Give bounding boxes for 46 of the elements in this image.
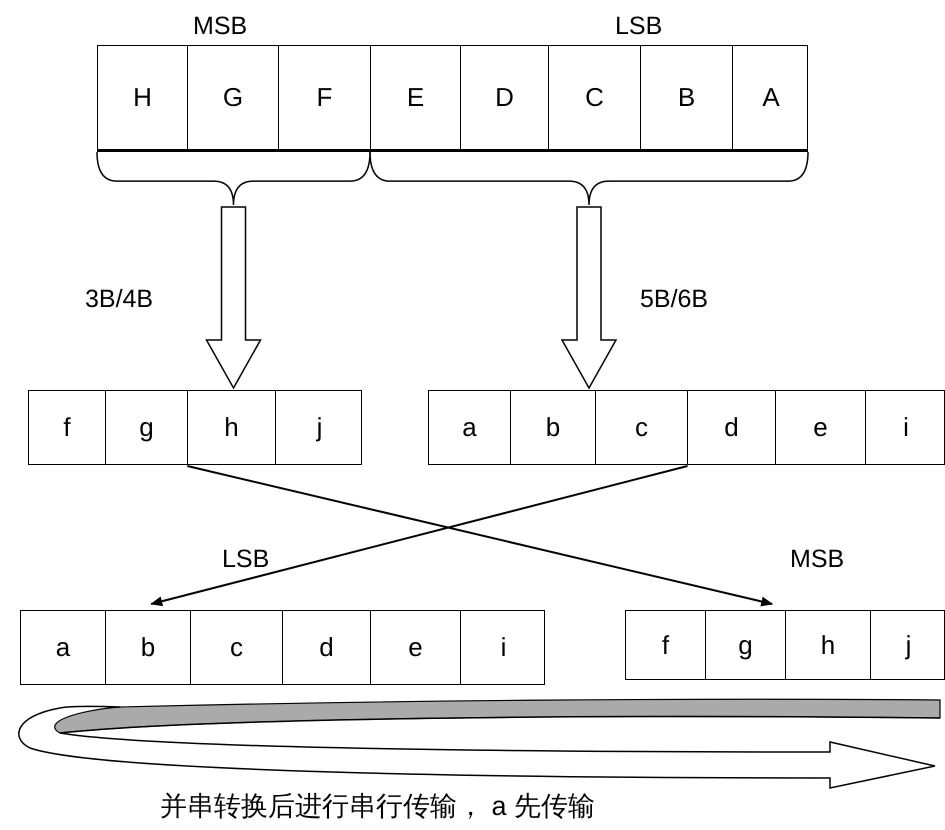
register-cell: f — [626, 611, 706, 679]
register-cell: e — [776, 391, 866, 464]
curly-brace — [96, 152, 371, 206]
register-cell: h — [188, 391, 276, 464]
register-cell: c — [596, 391, 688, 464]
caption: 并串转换后进行串行传输， a 先传输 — [160, 790, 596, 823]
register-box — [97, 45, 808, 152]
register-cell: H — [98, 46, 188, 149]
register-cell: C — [549, 46, 641, 149]
register-box — [428, 390, 945, 465]
hollow-arrow — [560, 206, 618, 390]
register-cell: e — [371, 611, 461, 684]
register-cell: h — [786, 611, 871, 679]
register-cell: D — [461, 46, 549, 149]
register-cell: G — [188, 46, 279, 149]
bit-order-label: LSB — [615, 12, 662, 41]
register-cell: B — [641, 46, 733, 149]
arrow — [150, 465, 688, 606]
register-cell: b — [106, 611, 191, 684]
register-box — [28, 390, 362, 465]
register-cell: j — [276, 391, 363, 464]
register-cell: i — [461, 611, 546, 684]
register-cell: g — [106, 391, 188, 464]
bit-order-label: MSB — [193, 12, 248, 41]
register-cell: A — [733, 46, 809, 149]
hollow-arrow — [205, 206, 262, 390]
register-cell: b — [511, 391, 596, 464]
register-cell: d — [283, 611, 371, 684]
register-cell: E — [371, 46, 461, 149]
edge-label: 5B/6B — [640, 285, 708, 314]
register-cell: c — [191, 611, 283, 684]
register-cell: i — [866, 391, 945, 464]
register-cell: F — [279, 46, 371, 149]
register-box — [20, 610, 545, 685]
register-cell: g — [706, 611, 786, 679]
register-cell: j — [871, 611, 945, 679]
register-cell: a — [21, 611, 106, 684]
arrow — [187, 465, 774, 606]
register-cell: d — [688, 391, 776, 464]
bit-order-label: LSB — [222, 545, 270, 574]
edge-label: 3B/4B — [85, 285, 154, 314]
register-box — [625, 610, 945, 680]
bit-order-label: MSB — [790, 545, 844, 574]
curly-brace — [369, 152, 809, 206]
register-cell: a — [429, 391, 511, 464]
register-cell: f — [29, 391, 106, 464]
